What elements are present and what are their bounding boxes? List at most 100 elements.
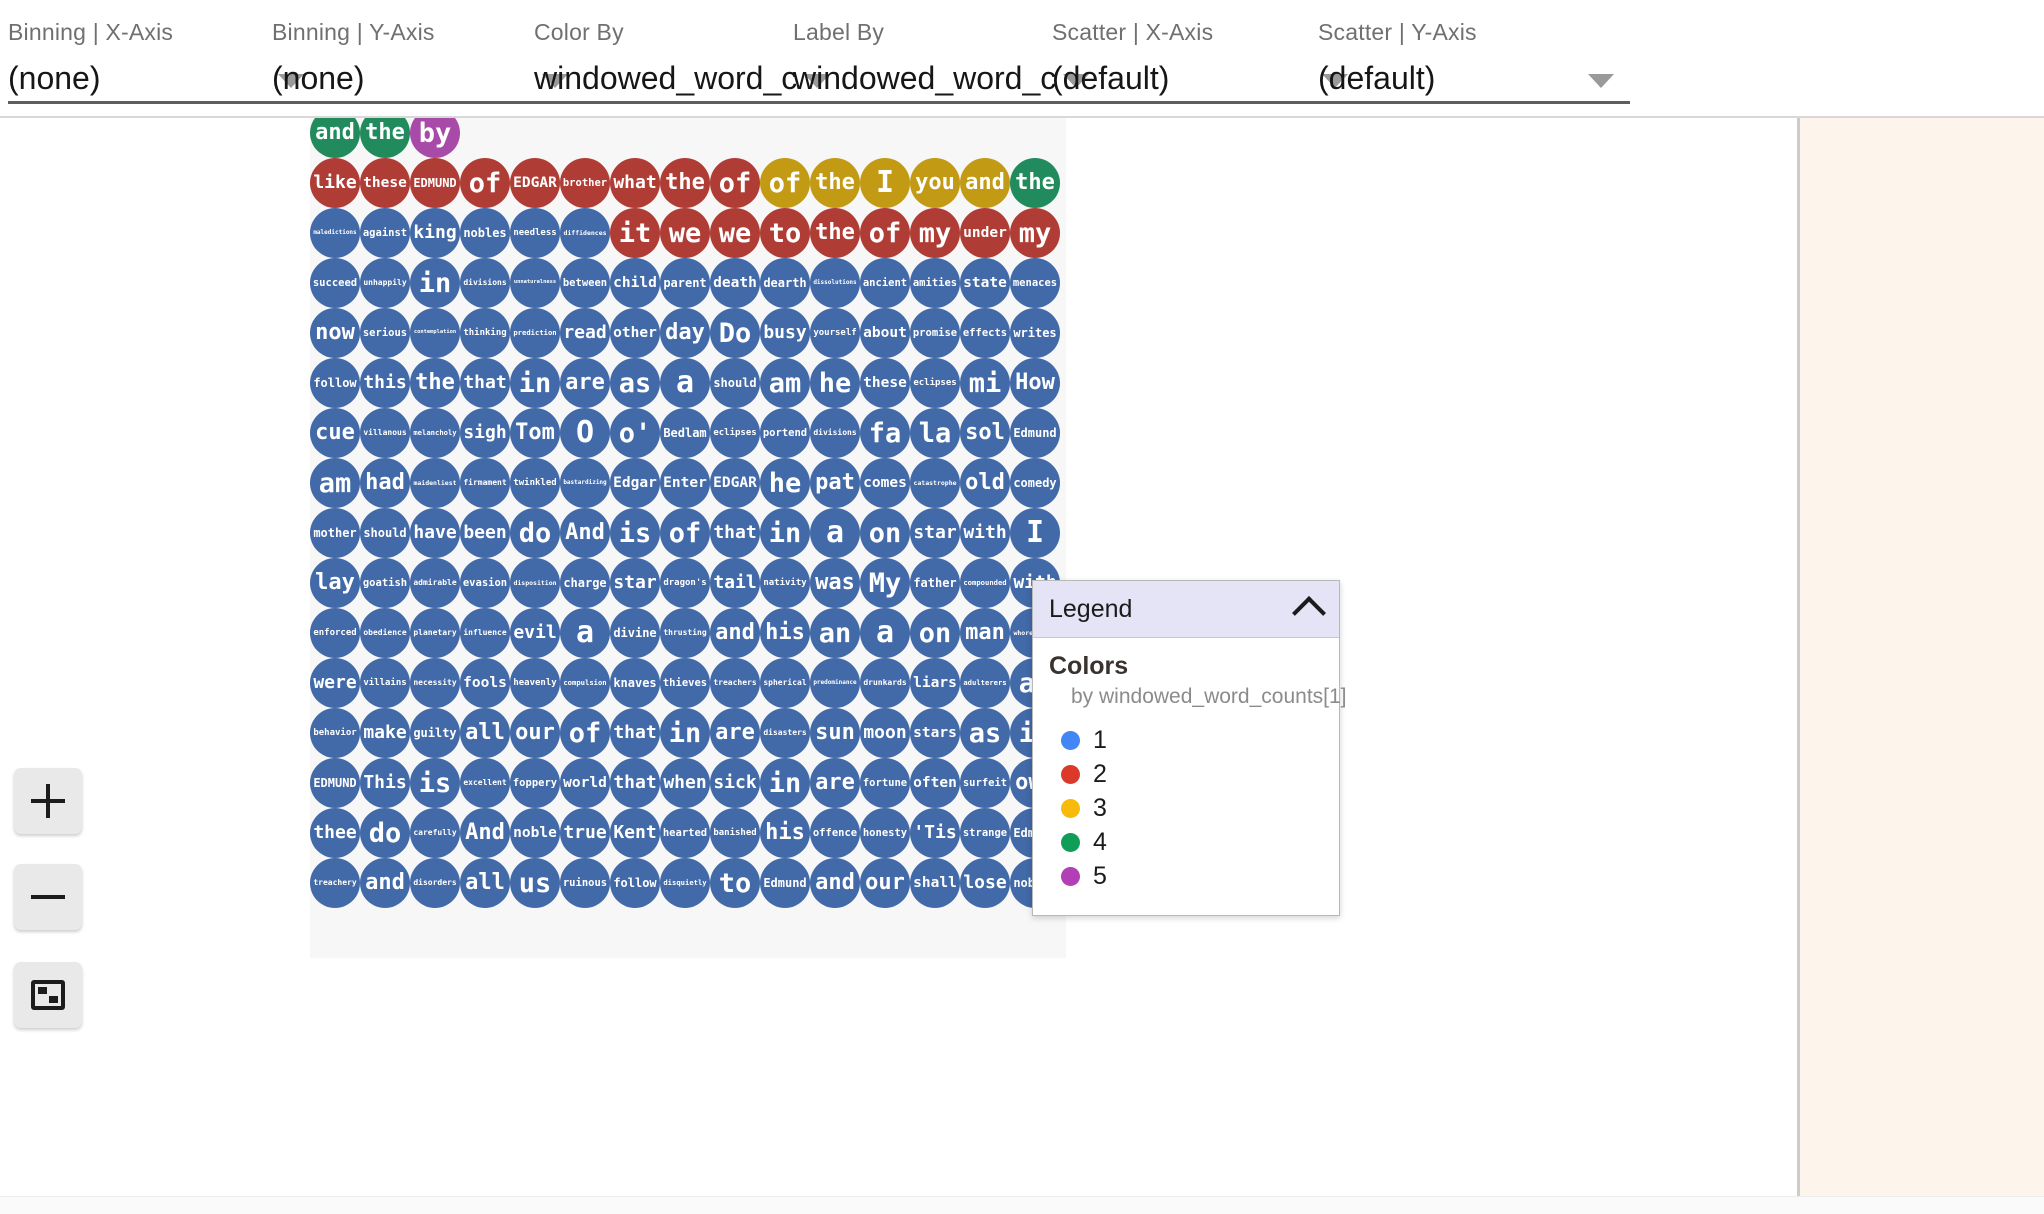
bubble-point[interactable]: pat [810, 458, 860, 508]
bubble-point[interactable]: effects [960, 308, 1010, 358]
chevron-up-icon[interactable] [1292, 595, 1326, 630]
zoom-fit-button[interactable] [14, 962, 82, 1028]
bubble-point[interactable]: contemplation [410, 308, 460, 358]
bubble-point[interactable]: the [360, 118, 410, 158]
bubble-point[interactable]: admirable [410, 558, 460, 608]
bubble-point[interactable]: man [960, 608, 1010, 658]
bubble-point[interactable]: on [860, 508, 910, 558]
bubble-point[interactable]: villanous [360, 408, 410, 458]
bubble-point[interactable]: the [1010, 158, 1060, 208]
bubble-point[interactable]: a [560, 608, 610, 658]
bubble-point[interactable]: we [660, 208, 710, 258]
bubble-point[interactable]: am [310, 458, 360, 508]
bubble-point[interactable]: influence [460, 608, 510, 658]
bubble-point[interactable]: to [710, 858, 760, 908]
bubble-point[interactable]: king [410, 208, 460, 258]
bubble-point[interactable]: O [560, 408, 610, 458]
bubble-point[interactable]: divine [610, 608, 660, 658]
bubble-point[interactable]: brother [560, 158, 610, 208]
bubble-point[interactable]: all [460, 708, 510, 758]
bubble-point[interactable]: old [960, 458, 1010, 508]
bubble-point[interactable]: on [910, 608, 960, 658]
bubble-point[interactable]: disposition [510, 558, 560, 608]
bubble-point[interactable]: nativity [760, 558, 810, 608]
chevron-down-icon[interactable] [542, 74, 568, 88]
bubble-point[interactable]: This [360, 758, 410, 808]
bubble-point[interactable]: father [910, 558, 960, 608]
bubble-point[interactable]: firmament [460, 458, 510, 508]
bubble-point[interactable]: succeed [310, 258, 360, 308]
bubble-point[interactable]: drunkards [860, 658, 910, 708]
bubble-point[interactable]: follow [310, 358, 360, 408]
bubble-point[interactable]: to [760, 208, 810, 258]
bubble-point[interactable]: banished [710, 808, 760, 858]
bubble-point[interactable]: had [360, 458, 410, 508]
bubble-point[interactable]: fools [460, 658, 510, 708]
bubble-point[interactable]: are [560, 358, 610, 408]
label-by-select[interactable]: windowed_word_counts[1] [793, 58, 1105, 104]
bubble-point[interactable]: the [410, 358, 460, 408]
bubble-point[interactable]: been [460, 508, 510, 558]
bubble-point[interactable]: between [560, 258, 610, 308]
bubble-point[interactable]: of [860, 208, 910, 258]
bubble-point[interactable]: what [610, 158, 660, 208]
bubble-point[interactable]: unhappily [360, 258, 410, 308]
bubble-point[interactable]: la [910, 408, 960, 458]
bubble-point[interactable]: that [610, 758, 660, 808]
bubble-point[interactable]: make [360, 708, 410, 758]
bubble-point[interactable]: planetary [410, 608, 460, 658]
bubble-point[interactable]: is [410, 758, 460, 808]
bubble-point[interactable]: liars [910, 658, 960, 708]
bubble-point[interactable]: should [710, 358, 760, 408]
bubble-point[interactable]: star [910, 508, 960, 558]
bubble-point[interactable]: in [760, 508, 810, 558]
zoom-out-button[interactable] [14, 864, 82, 930]
bubble-point[interactable]: mother [310, 508, 360, 558]
bubble-point[interactable]: when [660, 758, 710, 808]
bubble-point[interactable]: should [360, 508, 410, 558]
bubble-point[interactable]: hearted [660, 808, 710, 858]
bubble-point[interactable]: fortune [860, 758, 910, 808]
bubble-point[interactable]: now [310, 308, 360, 358]
bubble-point[interactable]: eclipses [710, 408, 760, 458]
bubble-point[interactable]: am [760, 358, 810, 408]
bubble-point[interactable]: day [660, 308, 710, 358]
legend-item[interactable]: 1 [1061, 723, 1323, 757]
bubble-point[interactable]: nobles [460, 208, 510, 258]
bubble-point[interactable]: were [310, 658, 360, 708]
bubble-point[interactable]: of [760, 158, 810, 208]
bubble-point[interactable]: a [860, 608, 910, 658]
bubble-point[interactable]: in [510, 358, 560, 408]
bubble-point[interactable]: he [810, 358, 860, 408]
bubble-point[interactable]: a [660, 358, 710, 408]
chevron-down-icon[interactable] [278, 74, 304, 88]
bubble-point[interactable]: as [960, 708, 1010, 758]
bubble-point[interactable]: How [1010, 358, 1060, 408]
bubble-point[interactable]: of [560, 708, 610, 758]
bubble-point[interactable]: compounded [960, 558, 1010, 608]
bubble-point[interactable]: parent [660, 258, 710, 308]
legend-item[interactable]: 5 [1061, 859, 1323, 893]
bubble-point[interactable]: state [960, 258, 1010, 308]
bubble-point[interactable]: are [710, 708, 760, 758]
bubble-point[interactable]: star [610, 558, 660, 608]
bubble-point[interactable]: Edgar [610, 458, 660, 508]
bubble-point[interactable]: our [860, 858, 910, 908]
bubble-point[interactable]: disorders [410, 858, 460, 908]
bubble-point[interactable]: against [360, 208, 410, 258]
bubble-point[interactable]: dearth [760, 258, 810, 308]
bubble-point[interactable]: portend [760, 408, 810, 458]
chevron-down-icon[interactable] [1588, 74, 1614, 88]
bubble-point[interactable]: my [910, 208, 960, 258]
bubble-point[interactable]: these [360, 158, 410, 208]
bubble-point[interactable]: enforced [310, 608, 360, 658]
bubble-point[interactable]: menaces [1010, 258, 1060, 308]
bubble-point[interactable]: thrusting [660, 608, 710, 658]
bubble-point[interactable]: carefully [410, 808, 460, 858]
bubble-point[interactable]: eclipses [910, 358, 960, 408]
chevron-down-icon[interactable] [804, 74, 830, 88]
bubble-point[interactable]: sigh [460, 408, 510, 458]
legend-item[interactable]: 2 [1061, 757, 1323, 791]
bubble-point[interactable]: ruinous [560, 858, 610, 908]
